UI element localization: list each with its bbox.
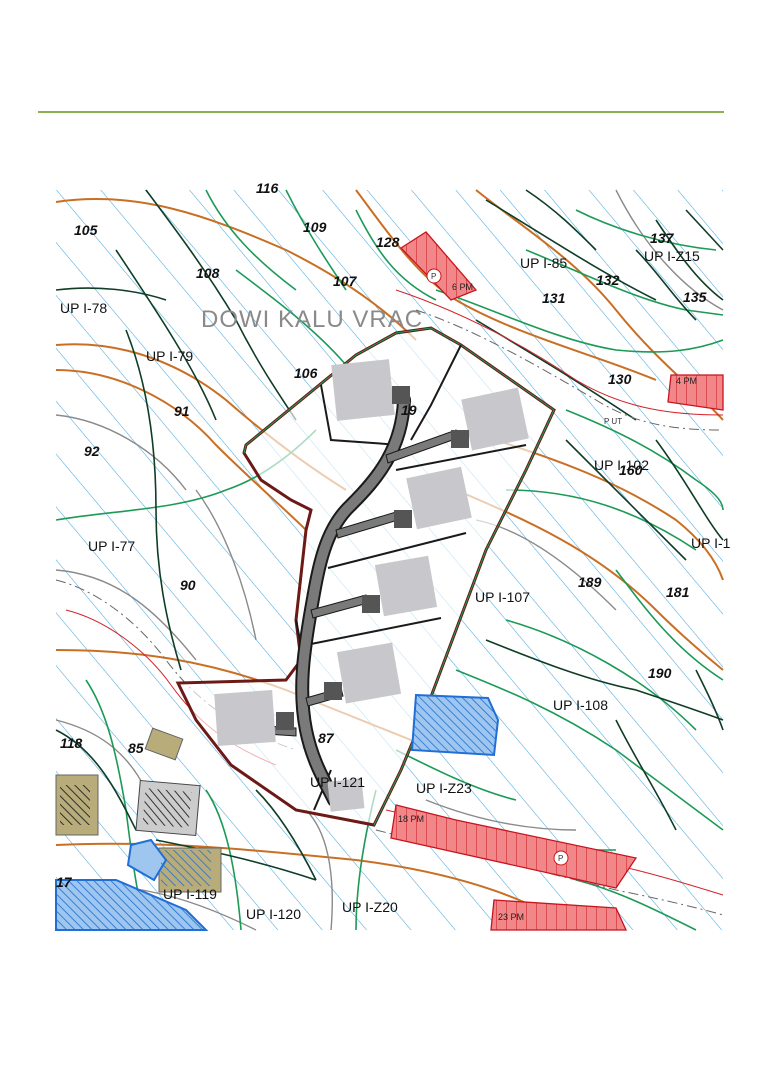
proposed-building — [331, 359, 395, 421]
parcel-number: 118 — [60, 735, 83, 751]
parcel-number: 160 — [619, 462, 643, 478]
zone-label: UP I-79 — [146, 348, 193, 364]
zone-label: UP I-121 — [310, 774, 365, 790]
parcel-number: 105 — [74, 222, 98, 238]
parcel-number: 85 — [128, 740, 144, 756]
parking-label: 6 PM — [452, 282, 473, 292]
parking-label: 18 PM — [398, 814, 424, 824]
parking-icon — [553, 850, 569, 866]
parcel-number: 108 — [196, 265, 220, 281]
building-garage — [392, 386, 410, 404]
proposed-building — [336, 642, 402, 704]
parcel-number: 87 — [318, 730, 335, 746]
zone-label: UP I-119 — [163, 886, 217, 902]
zone-label: UP I-120 — [246, 906, 301, 922]
parcel-number: 135 — [683, 289, 707, 305]
zone-label: UP I-Z20 — [342, 899, 398, 915]
proposed-buildings — [214, 359, 529, 812]
planned-buildings — [55, 693, 500, 931]
zone-label: UP I-78 — [60, 300, 107, 316]
parcel-number: 91 — [174, 403, 190, 419]
grey-lines — [55, 189, 724, 931]
svg-text:P: P — [558, 854, 563, 863]
zone-label: UP I-108 — [553, 697, 608, 713]
proposed-building — [461, 387, 529, 451]
parcel-number: 189 — [578, 574, 602, 590]
parcel-number: 130 — [608, 371, 632, 387]
parcel-number: 137 — [650, 230, 675, 246]
road-label: P UT — [604, 417, 622, 426]
dark-boundary-lines — [55, 189, 724, 881]
parcel-number: 106 — [294, 365, 318, 381]
parking-label: 23 PM — [498, 912, 524, 922]
building-garage — [451, 430, 469, 448]
parcel-number: 190 — [648, 665, 672, 681]
building-garage — [362, 595, 380, 613]
parcel-number: 90 — [180, 577, 196, 593]
proposed-building — [214, 690, 276, 746]
zone-label: UP I-85 — [520, 255, 567, 271]
parking-areas: P P — [390, 231, 724, 931]
plot-dividers — [295, 344, 527, 811]
parcel-number: 116 — [256, 180, 279, 196]
parcel-number: 17 — [56, 874, 73, 890]
zone-label: UP I-107 — [475, 589, 530, 605]
parcel-number: 107 — [333, 273, 358, 289]
parcel-number: 92 — [84, 443, 100, 459]
proposed-building — [327, 778, 365, 812]
zone-label: UP I-77 — [88, 538, 135, 554]
header-rule — [38, 111, 724, 113]
zoning-map[interactable]: DOWI KALU VRAC — [55, 180, 731, 931]
parcel-numbers: 105 108 109 107 106 128 131 132 137 135 … — [56, 180, 707, 890]
svg-text:P: P — [431, 272, 436, 281]
zone-label: UP I-Z23 — [416, 780, 472, 796]
zone-labels: UP I-78 UP I-79 UP I-85 UP I-Z15 UP I-10… — [60, 248, 731, 922]
existing-building — [144, 727, 184, 761]
zone-label: UP I-1 — [691, 535, 731, 551]
parcel-number: 19 — [401, 402, 417, 418]
parcel-number: 128 — [376, 234, 400, 250]
map-frame[interactable]: DOWI KALU VRAC — [55, 180, 731, 931]
building-garage — [276, 712, 294, 730]
parcel-number: 132 — [596, 272, 620, 288]
zone-label: UP I-Z15 — [644, 248, 700, 264]
proposed-building — [374, 555, 438, 617]
parcel-number: 181 — [666, 584, 690, 600]
parking-label: 4 PM — [676, 376, 697, 386]
place-name-label: DOWI KALU VRAC — [201, 306, 423, 333]
building-garage — [394, 510, 412, 528]
parking-icon — [426, 268, 442, 284]
zone-label: UP I-102 — [594, 457, 649, 473]
proposed-building — [406, 466, 472, 530]
parcel-number: 109 — [303, 219, 327, 235]
building-garage — [324, 682, 342, 700]
parcel-number: 131 — [542, 290, 566, 306]
planned-building — [126, 838, 168, 882]
